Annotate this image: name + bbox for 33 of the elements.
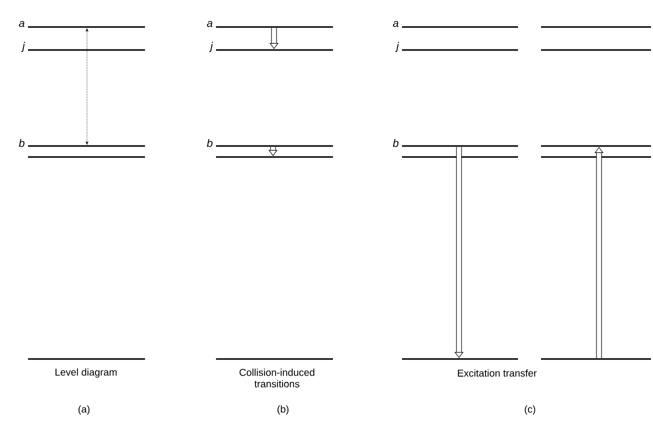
level-label: j — [395, 42, 400, 52]
energy-level-line — [216, 156, 333, 158]
energy-level-line — [541, 145, 651, 147]
energy-level-line — [541, 358, 651, 360]
energy-level-line — [541, 156, 651, 158]
energy-level-line — [216, 26, 333, 28]
energy-level-line — [402, 26, 518, 28]
energy-level-line — [541, 49, 651, 51]
caption-text: Collision-induced transitions — [240, 368, 314, 388]
energy-level-line — [402, 156, 518, 158]
level-label: b — [18, 138, 24, 148]
level-label: a — [392, 21, 398, 27]
energy-level-line — [541, 26, 651, 28]
energy-level-line — [402, 49, 518, 51]
panel-label: (c) — [524, 405, 536, 415]
energy-level-line — [402, 145, 518, 147]
panel-label: (a) — [78, 405, 90, 415]
caption-text: Excitation transfer — [458, 369, 537, 377]
energy-level-line — [216, 358, 333, 360]
level-label: a — [18, 21, 24, 27]
level-label: j — [21, 42, 26, 52]
caption-text: Level diagram — [56, 368, 117, 378]
level-label: j — [209, 42, 214, 52]
energy-level-line — [28, 49, 145, 51]
energy-level-line — [28, 358, 145, 360]
panel-label: (b) — [278, 405, 288, 415]
level-label: b — [206, 138, 212, 148]
energy-level-line — [402, 358, 518, 360]
energy-level-line — [216, 49, 333, 51]
energy-level-line — [28, 156, 145, 158]
level-label: b — [392, 138, 398, 148]
energy-level-line — [216, 145, 333, 147]
level-label: a — [206, 21, 212, 27]
